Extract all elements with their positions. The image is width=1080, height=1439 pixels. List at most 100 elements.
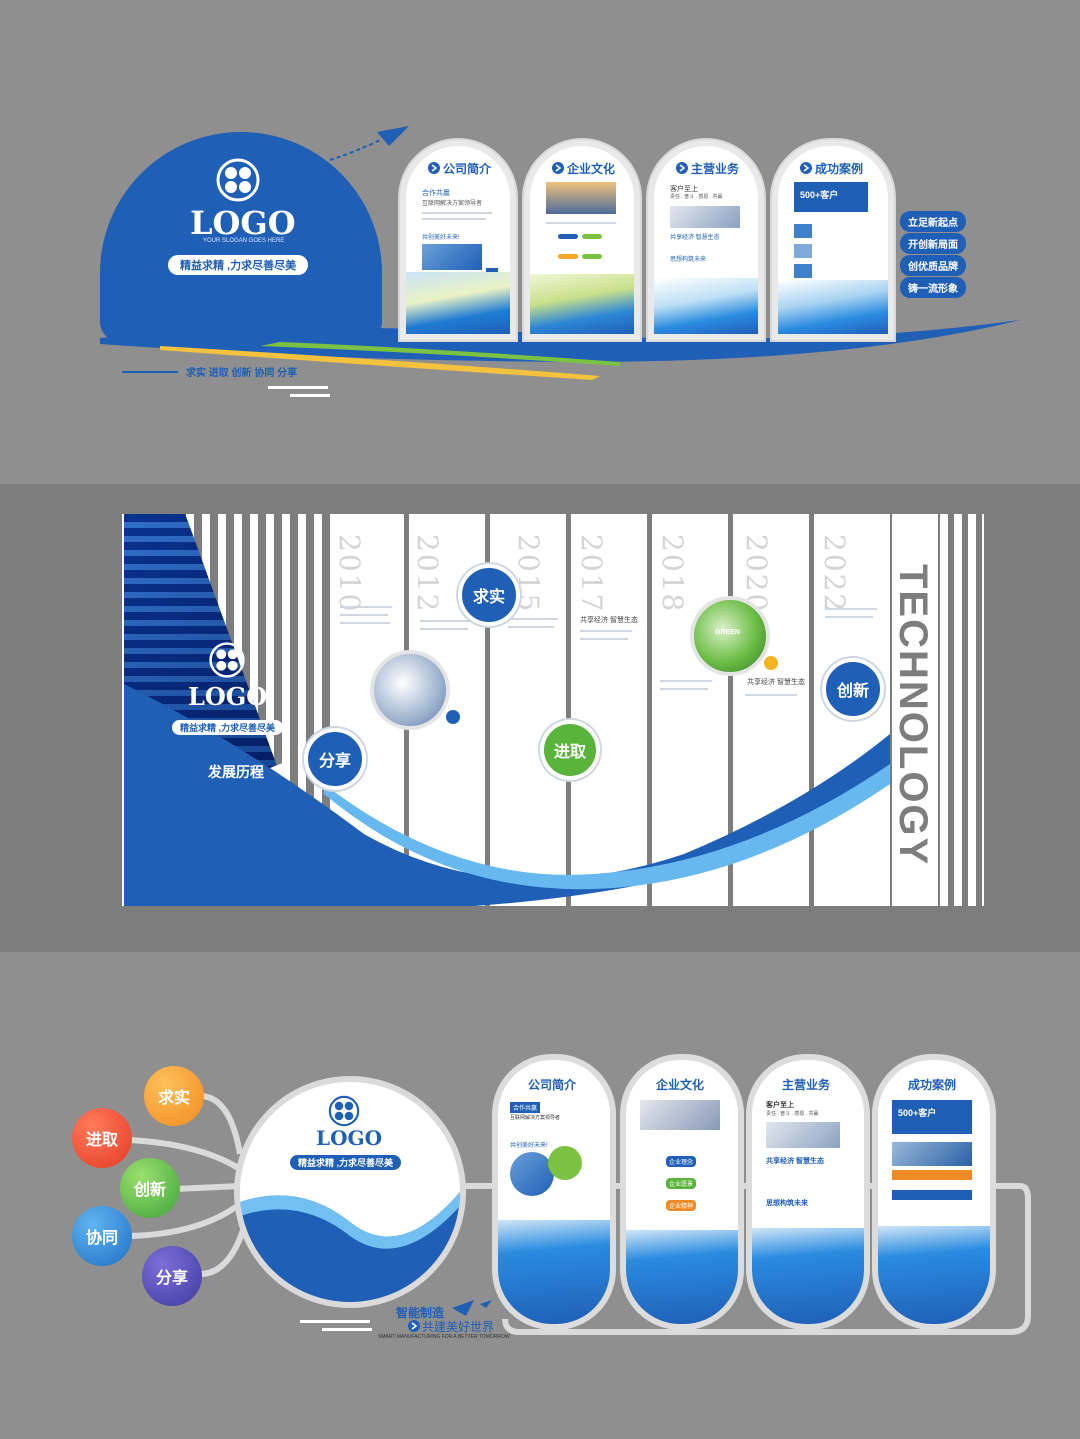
team-photo (546, 182, 616, 214)
logo-text: LOGO (188, 682, 268, 711)
column-2017 (571, 514, 647, 906)
logo-icon (216, 158, 260, 202)
year-2022: 2022 (818, 534, 851, 614)
values-line: 求实 进取 创新 协同 分享 (186, 368, 298, 379)
slogan-badge: 精益求精 ,力求尽善尽美 (168, 255, 309, 275)
panel-sub: 思想构筑未来 (670, 257, 707, 263)
text-2018: 共享经济 智慧生态 (747, 679, 805, 686)
dot-blue (446, 710, 460, 724)
panel-sub: 共享经济 智慧生态 (766, 1158, 824, 1165)
logo-icon (328, 1095, 360, 1127)
value-circle-qiushi[interactable]: 求实 (458, 564, 520, 626)
team-photo (640, 1100, 720, 1130)
green-globe (690, 596, 770, 676)
year-2017: 2017 (575, 534, 608, 614)
tag-1[interactable]: 立足新起点 (900, 211, 966, 232)
handshake-photo (766, 1122, 840, 1148)
panel-culture[interactable]: 企业文化 (524, 140, 640, 340)
history-title: 发展历程 (208, 764, 264, 780)
footer-smart-manufacturing: 智能制造 (396, 1306, 445, 1320)
text-2017: 共享经济 智慧生态 (580, 617, 638, 624)
panel-sub: 思想构筑未来 (766, 1200, 808, 1207)
pill-cases[interactable]: 成功案例 500+客户 (872, 1054, 996, 1330)
year-2010: 2010 (333, 534, 366, 614)
panel-title: 主营业务 (782, 1078, 831, 1092)
technology-text: TECHNOLOGY (891, 564, 935, 867)
arrow-icon (676, 162, 688, 174)
middle-section: 2010 2012 2015 2017 2018 2020 2022 共享经济 … (0, 484, 1080, 952)
slogan-badge: 精益求精 ,力求尽善尽美 (172, 720, 284, 735)
arrow-icon (428, 162, 440, 174)
arrow-icon (552, 162, 564, 174)
logo-text: LOGO (316, 1126, 382, 1150)
stripes-right (940, 514, 984, 906)
logo-disc (100, 132, 382, 342)
panel-tag: 企业理念 (666, 1156, 697, 1167)
panel-title: 成功案例 (815, 162, 864, 176)
pill-company-intro[interactable]: 公司简介 合作共赢 互联网解决方案领导者 共创美好未来! (492, 1054, 616, 1330)
arrow-icon (800, 162, 812, 174)
pill-business[interactable]: 主营业务 客户至上 责任 . 奋斗 . 感恩 . 共赢 共享经济 智慧生态 思想… (746, 1054, 870, 1330)
top-section: LOGO YOUR SLOGAN GOES HERE 精益求精 ,力求尽善尽美 … (0, 0, 1080, 482)
logo-icon (209, 642, 245, 678)
arrow-icon (408, 1320, 420, 1332)
panel-sub: 责任 . 奋斗 . 感恩 . 共赢 (670, 194, 723, 200)
panel-tag: 合作共赢 (510, 1102, 541, 1113)
panel-sub: 责任 . 奋斗 . 感恩 . 共赢 (766, 1111, 819, 1117)
panel-title: 公司简介 (528, 1078, 577, 1092)
handshake-photo (670, 206, 740, 228)
bottom-section: 求实 进取 创新 协同 分享 LOGO 精益求精 ,力求尽善尽美 公司简介 合作… (0, 954, 1080, 1439)
value-xietong[interactable]: 协同 (72, 1206, 132, 1266)
footer-english: SMART MANUFACTURING FOR A BETTER TOMORRO… (378, 1334, 510, 1340)
panel-title: 成功案例 (908, 1078, 957, 1092)
panel-company-intro[interactable]: 公司简介 合作共赢 互联网解决方案领导者 共创美好未来! (400, 140, 516, 340)
panel-business[interactable]: 主营业务 客户至上 责任 . 奋斗 . 感恩 . 共赢 共享经济 智慧生态 思想… (648, 140, 764, 340)
panel-sub: 合作共赢 (422, 190, 450, 197)
slogan-badge: 精益求精 ,力求尽善尽美 (290, 1155, 402, 1170)
tag-3[interactable]: 创优质品牌 (900, 255, 966, 276)
blue-wave (124, 684, 890, 906)
year-2012: 2012 (411, 534, 444, 614)
panel-cases[interactable]: 成功案例 500+客户 (772, 140, 894, 340)
panel-sub: 共创美好未来! (422, 235, 460, 241)
value-circle-fenxiang[interactable]: 分享 (304, 728, 366, 790)
panel-title: 主营业务 (691, 162, 740, 176)
panel-title: 企业文化 (567, 162, 616, 176)
cases-banner (794, 182, 868, 212)
paper-plane-icon (452, 1300, 492, 1316)
panel-sub: 500+客户 (800, 190, 839, 200)
panel-sub: 500+客户 (898, 1108, 937, 1118)
value-fenxiang[interactable]: 分享 (142, 1246, 202, 1306)
value-circle-jinqu[interactable]: 进取 (540, 720, 600, 780)
pill-culture[interactable]: 企业文化 企业理念 企业愿景 企业精神 (620, 1054, 744, 1330)
panel-sub: 客户至上 (670, 186, 698, 193)
year-2018: 2018 (656, 534, 689, 614)
tag-2[interactable]: 开创新局面 (900, 233, 966, 254)
paper-plane-icon (329, 126, 409, 161)
handshake-circle (370, 650, 450, 730)
photo (422, 244, 482, 270)
panel-sub: 互联网解决方案领导者 (422, 201, 483, 207)
panel-title: 企业文化 (656, 1078, 705, 1092)
green-label: GREEN (715, 629, 740, 636)
panel-sub: 共创美好未来! (510, 1143, 548, 1149)
tag-4[interactable]: 铸一流形象 (900, 277, 966, 298)
panel-tag: 企业愿景 (666, 1178, 697, 1189)
logo-text: LOGO (190, 204, 296, 242)
value-circle-chuangxin[interactable]: 创新 (822, 658, 884, 720)
panel-tag: 企业精神 (666, 1200, 697, 1211)
divider (122, 371, 178, 373)
swoosh (100, 320, 1020, 380)
panel-sub: 客户至上 (766, 1102, 794, 1109)
dot-orange (764, 656, 778, 670)
panel-sub: 共享经济 智慧生态 (670, 235, 720, 241)
logo-sub: YOUR SLOGAN GOES HERE (203, 238, 285, 244)
value-jinqu[interactable]: 进取 (72, 1108, 132, 1168)
value-chuangxin[interactable]: 创新 (120, 1158, 180, 1218)
footer-better-world: 共建美好世界 (422, 1320, 495, 1334)
panel-sub: 互联网解决方案领导者 (510, 1115, 561, 1121)
cases-banner (892, 1100, 972, 1134)
value-qiushi[interactable]: 求实 (144, 1066, 204, 1126)
panel-title: 公司简介 (443, 162, 492, 176)
paper-plane-icon (270, 760, 290, 776)
